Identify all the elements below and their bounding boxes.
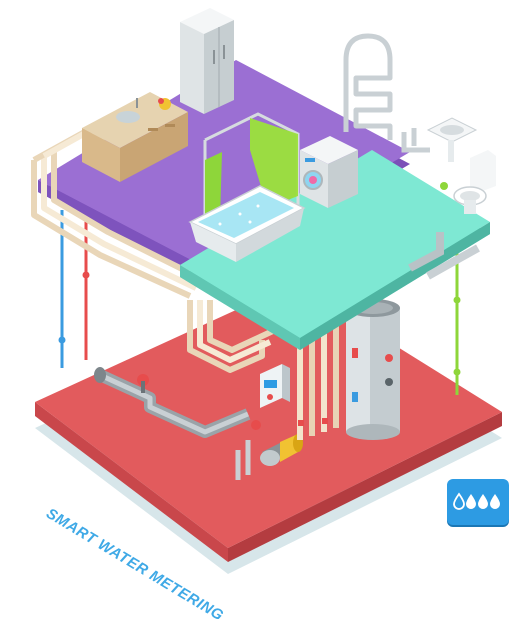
washing-machine <box>300 136 358 208</box>
refrigerator <box>180 8 234 114</box>
main-supply-pipe <box>94 367 251 438</box>
valve-icon <box>137 374 149 386</box>
side-pipes <box>58 200 461 395</box>
water-drops-badge <box>447 479 509 525</box>
bathroom-sink <box>401 117 478 162</box>
toilet <box>440 150 496 214</box>
water-system-illustration <box>31 8 502 574</box>
water-meter <box>260 364 290 408</box>
water-drops-icon <box>453 492 500 510</box>
kitchen-cabinet <box>82 92 188 182</box>
towel-radiator <box>343 33 393 140</box>
second-floor <box>38 60 410 282</box>
beige-pipe-bundle <box>187 300 277 373</box>
water-pump <box>235 420 303 480</box>
sink-icon <box>116 111 140 123</box>
bathtub <box>188 185 306 262</box>
drain-pipes <box>408 232 480 280</box>
water-heater-tank <box>346 299 400 440</box>
